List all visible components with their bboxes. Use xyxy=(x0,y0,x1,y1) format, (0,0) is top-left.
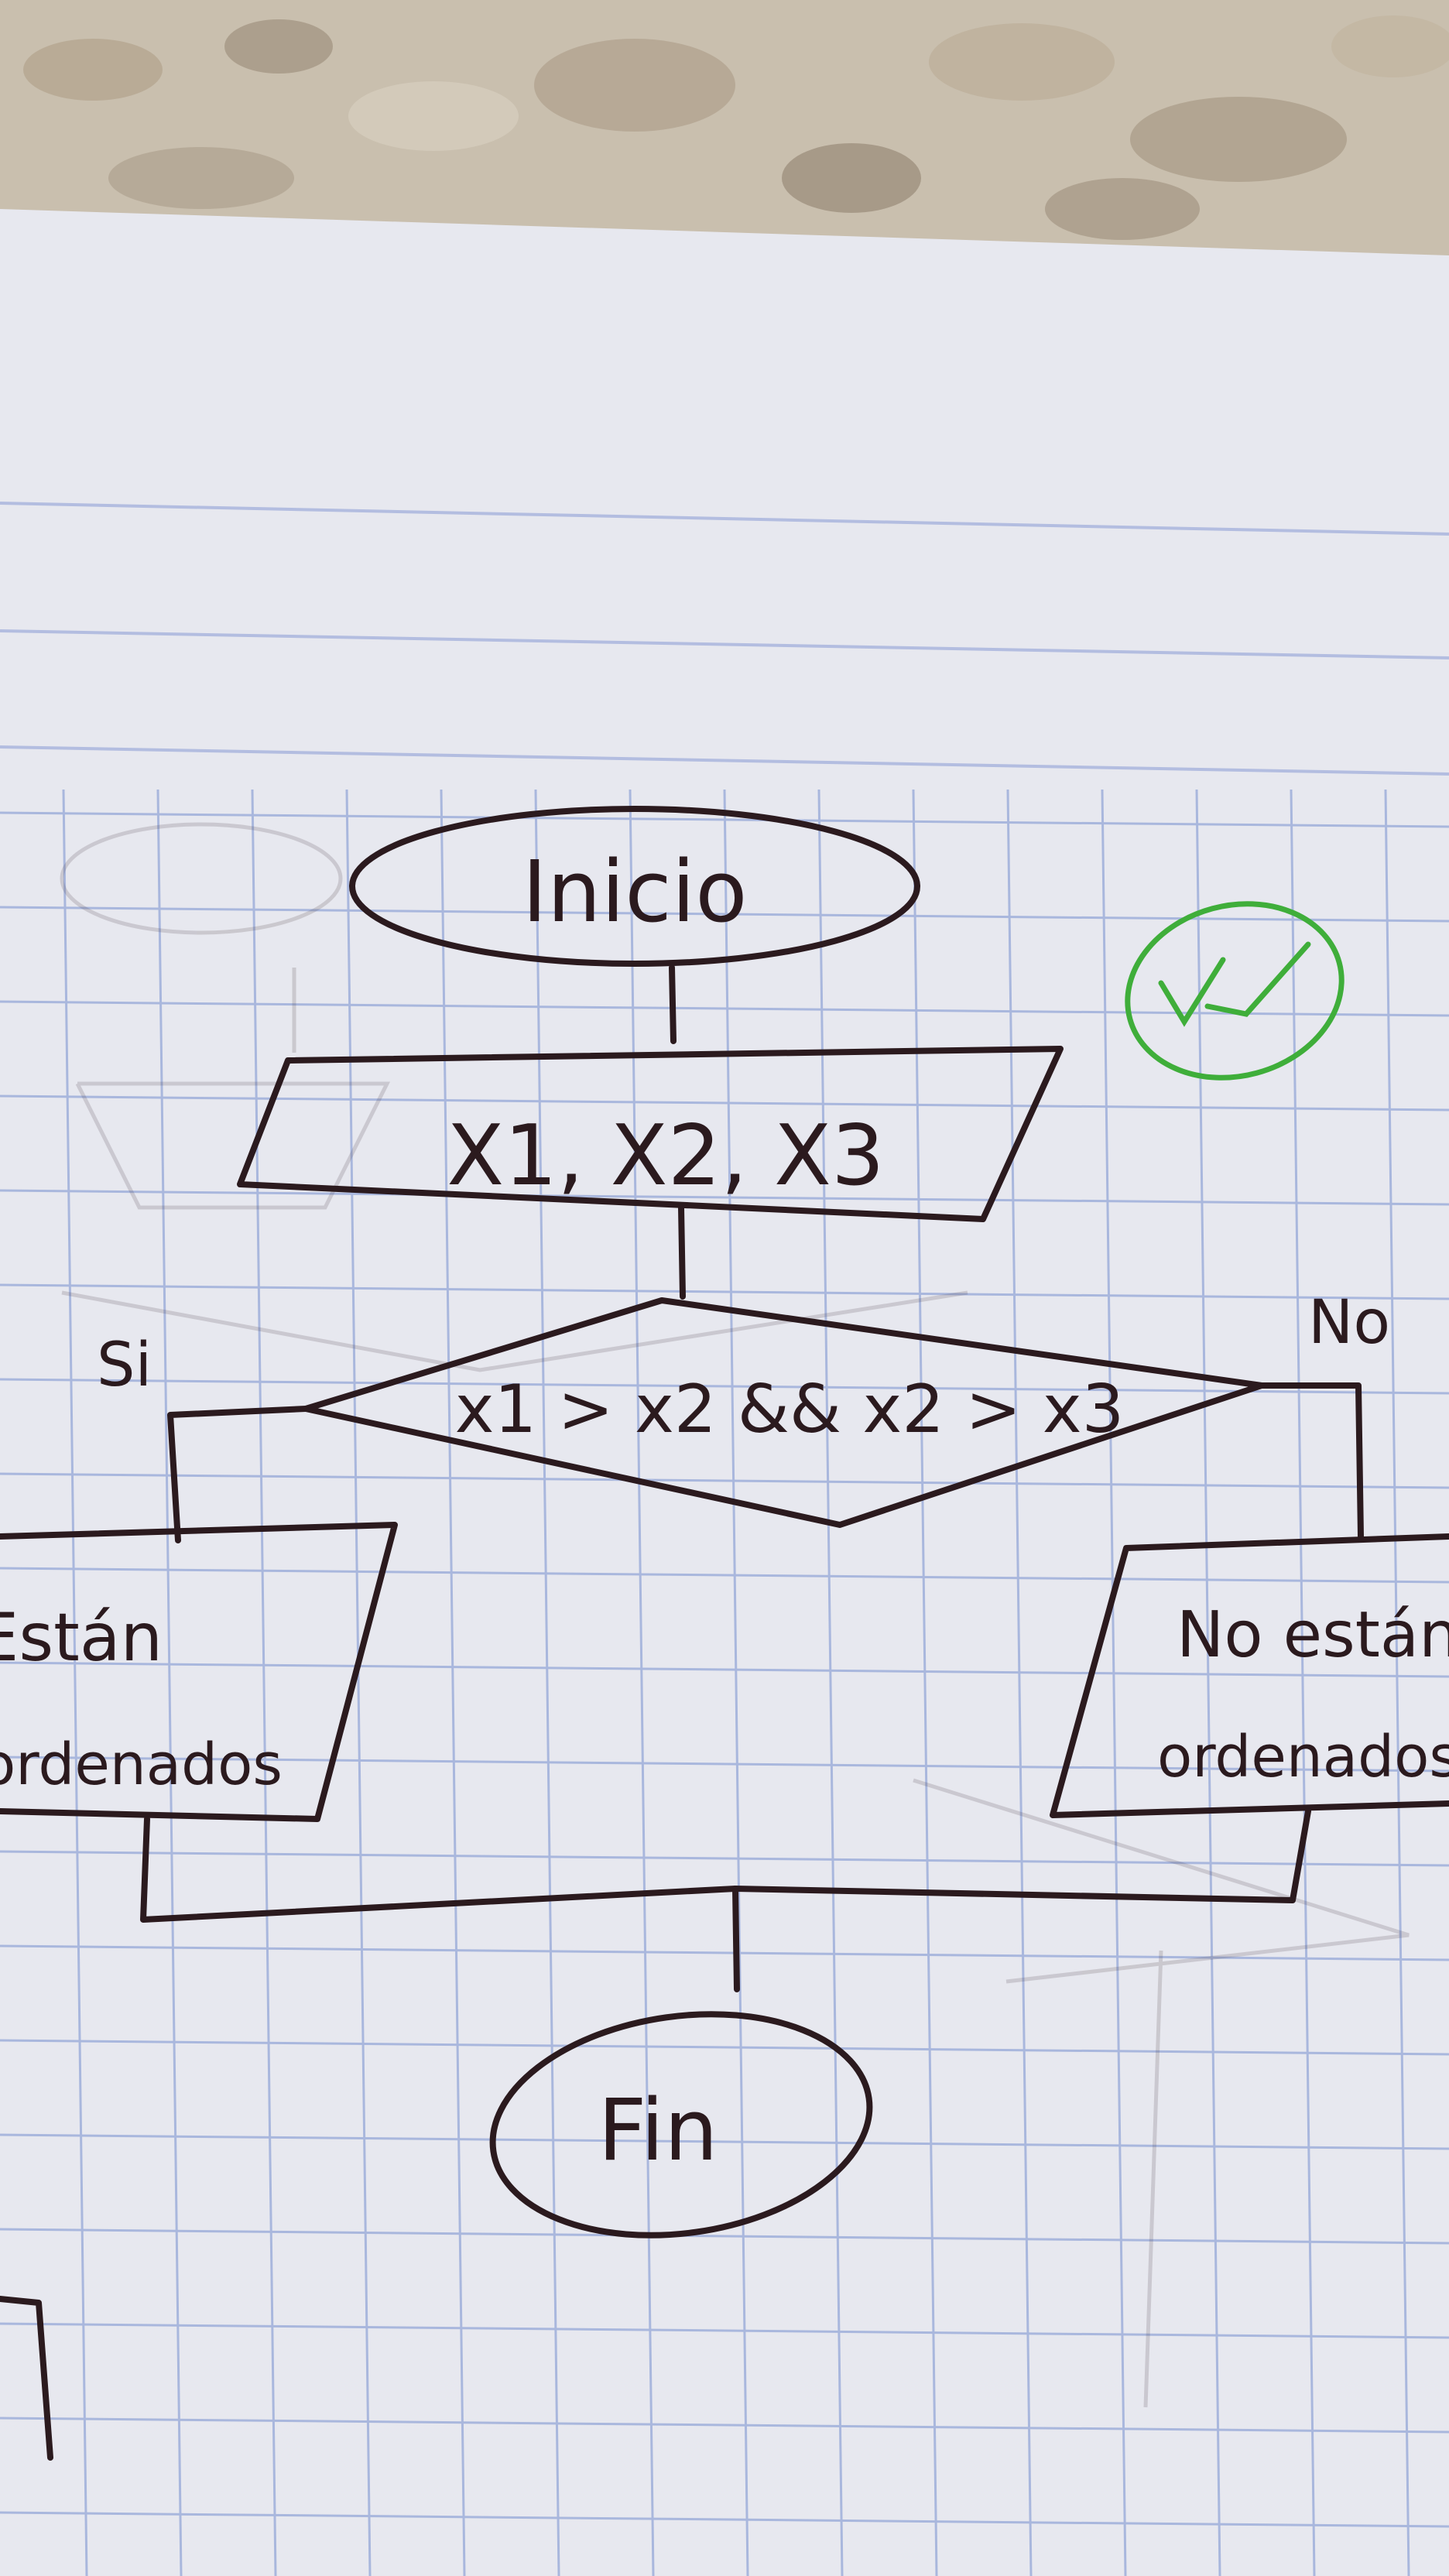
grid-line xyxy=(1101,789,1127,2576)
grid-line xyxy=(1195,789,1221,2576)
output-no-line2: ordenados xyxy=(1157,1724,1449,1790)
graph-paper-grid xyxy=(0,789,1449,2576)
grid-line xyxy=(0,1756,1449,1773)
start-terminator xyxy=(349,806,920,967)
grid-line xyxy=(629,789,655,2576)
end-label: Fin xyxy=(598,2081,718,2180)
connector-input-decision xyxy=(678,1204,686,1300)
connector-to-end xyxy=(732,1886,740,1992)
grid-line xyxy=(345,789,372,2576)
grid-line xyxy=(1006,789,1033,2576)
grid-line xyxy=(0,1283,1449,1300)
connector-start-input xyxy=(669,964,677,1044)
grid-line xyxy=(912,789,938,2576)
grid-line xyxy=(0,1850,1449,1867)
partial-box xyxy=(0,2296,53,2461)
branch-yes-label: Si xyxy=(97,1331,152,1400)
output-no-parallelogram xyxy=(1050,1533,1449,1818)
notebook-page xyxy=(0,209,1449,2576)
output-yes-line1: Están xyxy=(0,1599,163,1677)
connector-join-no xyxy=(732,1808,1311,1903)
connector-yes-branch xyxy=(167,1406,309,1543)
grid-line xyxy=(156,789,183,2576)
grid-line xyxy=(0,1567,1449,1584)
connector-no-branch xyxy=(1259,1382,1364,1540)
input-parallelogram xyxy=(237,1046,1064,1222)
grid-line xyxy=(1290,789,1316,2576)
grid-line xyxy=(723,789,749,2576)
decision-label: x1 > x2 && x2 > x3 xyxy=(455,1371,1125,1448)
end-terminator xyxy=(489,2011,873,2239)
grid-line xyxy=(0,906,1449,923)
grid-line xyxy=(251,789,277,2576)
branch-no-label: No xyxy=(1308,1288,1390,1358)
start-label: Inicio xyxy=(522,842,747,941)
grid-line xyxy=(0,2322,1449,2339)
grid-line xyxy=(0,1472,1449,1489)
grid-line xyxy=(0,2417,1449,2434)
grid-line xyxy=(0,811,1449,828)
show-through-sketch xyxy=(60,822,1410,2408)
output-yes-line2: ordenados xyxy=(0,1732,283,1798)
grid-line xyxy=(0,1094,1449,1112)
grid-line xyxy=(0,2228,1449,2245)
output-yes-parallelogram xyxy=(0,1522,398,1822)
connector-join-yes xyxy=(140,1816,738,1923)
grid-line xyxy=(0,1944,1449,1961)
grid-line xyxy=(62,789,88,2576)
grid-line xyxy=(817,789,844,2576)
grid-line xyxy=(440,789,466,2576)
grid-line xyxy=(0,1000,1449,1017)
grid-line xyxy=(1384,789,1410,2576)
grid-line xyxy=(0,2133,1449,2150)
grid-line xyxy=(534,789,560,2576)
flowchart xyxy=(0,806,1449,2461)
grid-line xyxy=(0,1378,1449,1395)
grid-line xyxy=(0,2039,1449,2056)
grid-line xyxy=(0,1189,1449,1206)
grid-line xyxy=(0,1661,1449,1678)
output-no-line1: No están xyxy=(1177,1598,1449,1672)
grid-line xyxy=(0,2511,1449,2528)
input-label: X1, X2, X3 xyxy=(447,1108,884,1204)
check-mark-icon xyxy=(1125,901,1345,1081)
